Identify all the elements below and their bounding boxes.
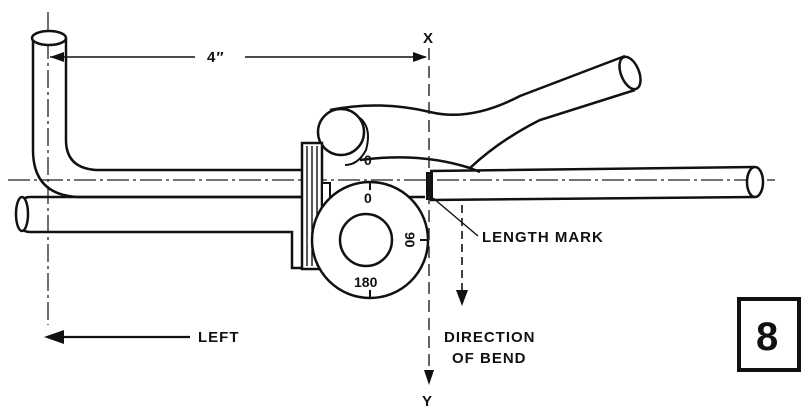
straight-tube-end — [745, 165, 765, 199]
lower-handle — [16, 195, 305, 270]
left-label: LEFT — [198, 329, 240, 346]
direction-label-line1: DIRECTION — [444, 329, 536, 346]
bent-tube — [31, 38, 425, 199]
lower-handle-end — [14, 195, 30, 233]
length-mark-label: LENGTH MARK — [482, 229, 604, 246]
dimension-arrow-left — [50, 52, 64, 62]
dial-zero-lower: 0 — [364, 190, 372, 206]
axis-x-label: X — [423, 30, 433, 47]
roller — [316, 107, 366, 157]
direction-arrow-head — [456, 290, 468, 306]
axis-y-label: Y — [422, 393, 432, 410]
dimension-label: 4″ — [207, 49, 225, 66]
figure-number-box — [737, 297, 801, 372]
dial-zero-upper: 0 — [364, 152, 372, 168]
dial-ninety: 90 — [402, 232, 418, 248]
roller-arm — [344, 117, 369, 166]
figure-number: 8 — [756, 315, 778, 359]
length-mark-leader — [432, 197, 479, 237]
axis-y-arrowhead — [424, 370, 434, 385]
direction-label-line2: OF BEND — [452, 350, 527, 367]
bent-tube-end — [30, 29, 68, 47]
upper-lever — [329, 54, 636, 174]
left-arrow-head — [44, 330, 64, 344]
dial-one-eighty: 180 — [354, 274, 378, 290]
straight-tube — [429, 165, 756, 202]
die-hub — [338, 212, 394, 268]
dimension-arrow-right — [413, 52, 427, 62]
upper-lever-end — [618, 55, 642, 91]
